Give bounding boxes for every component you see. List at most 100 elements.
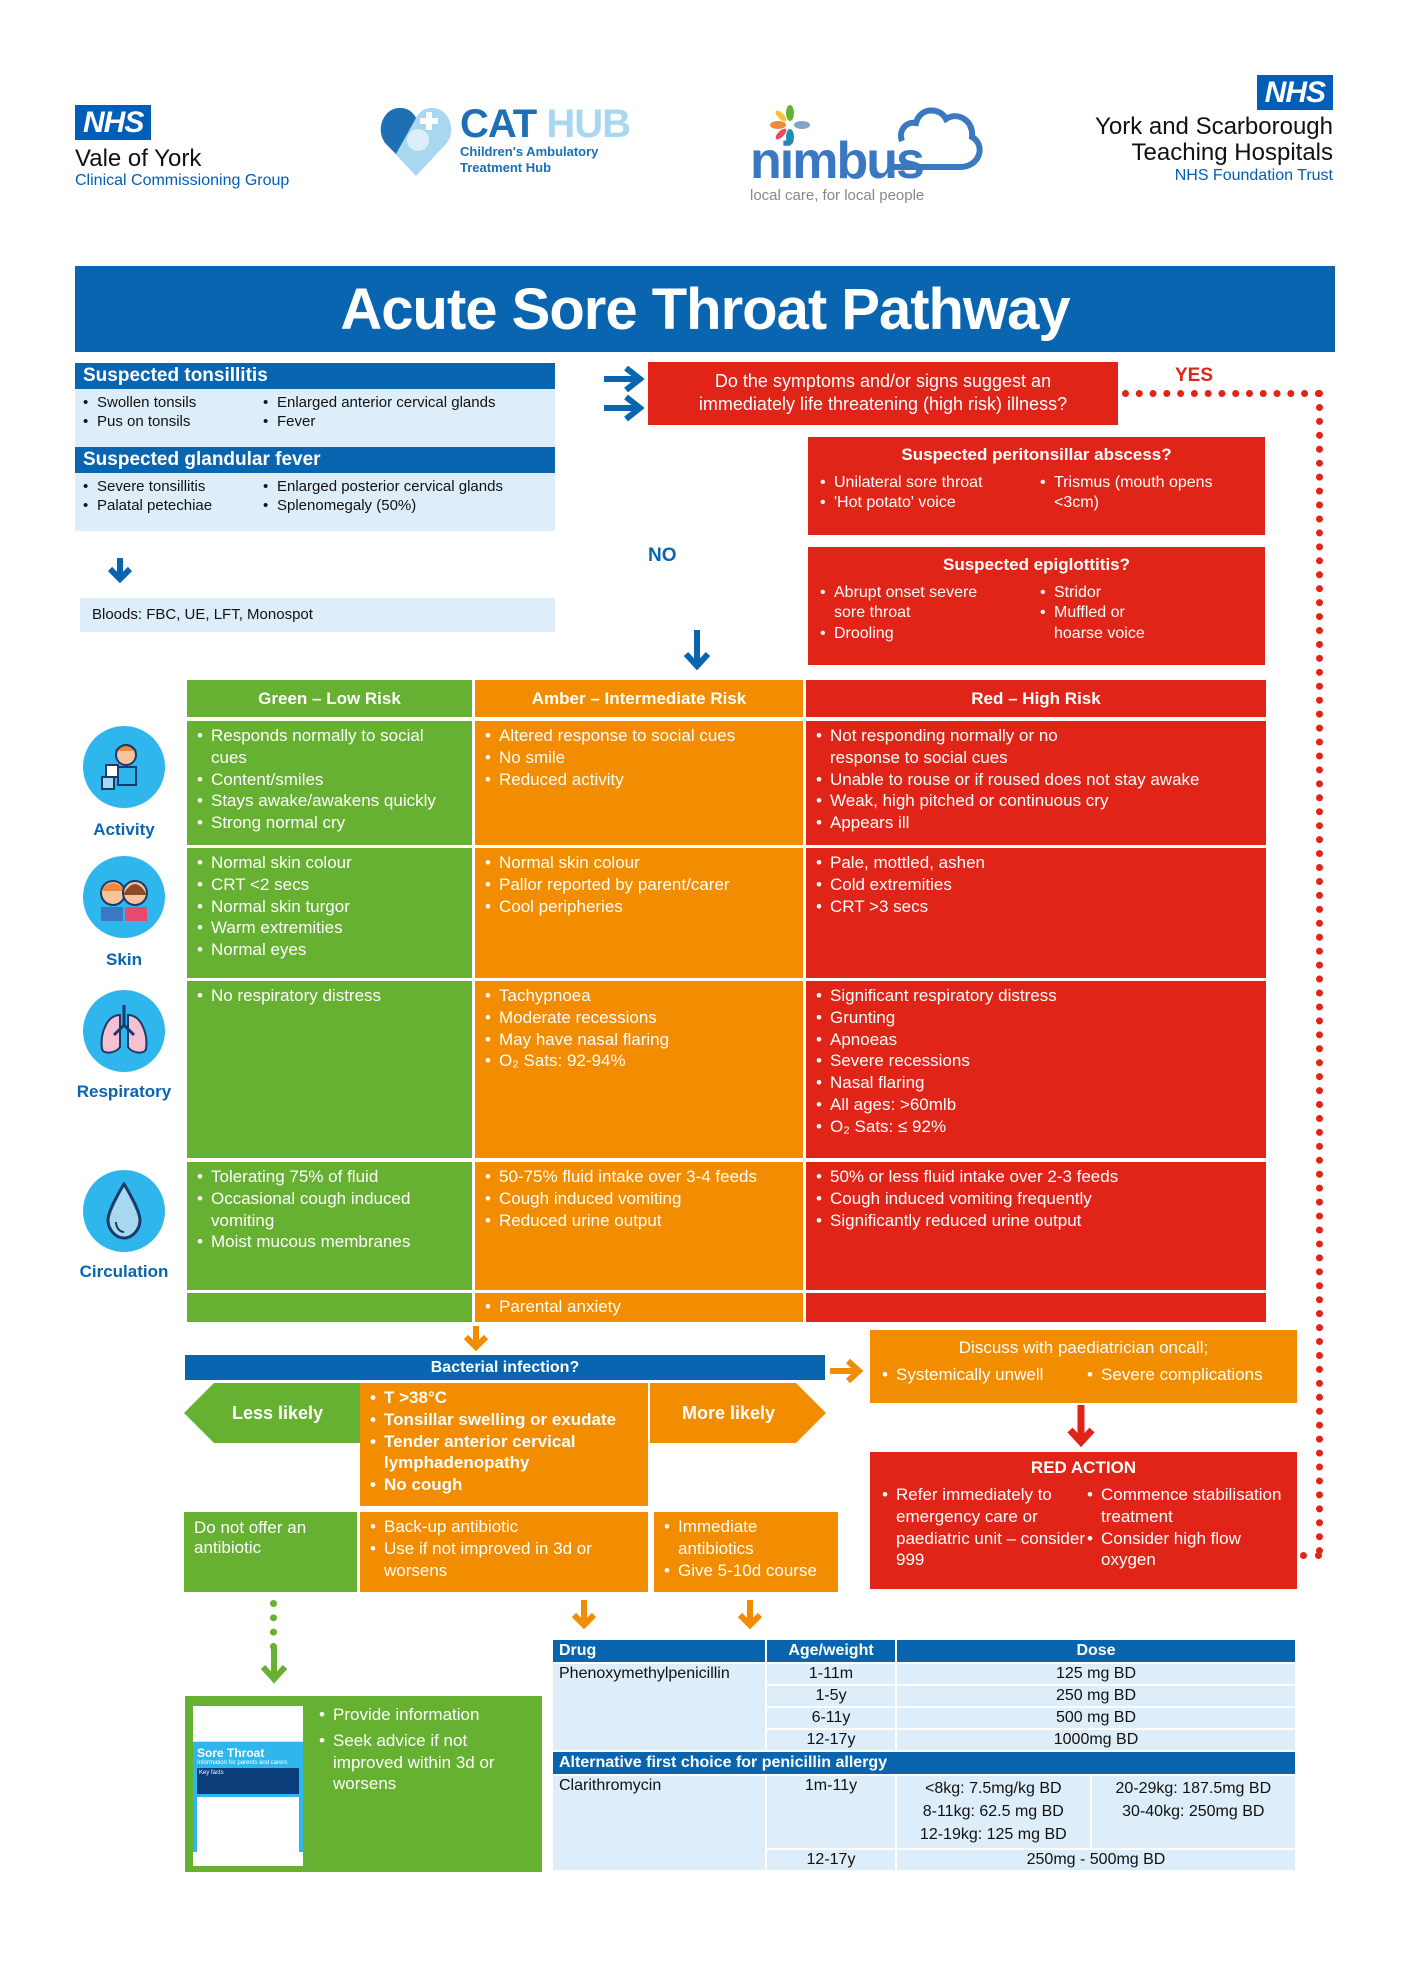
table-row: Phenoxymethylpenicillin 1-11m 125 mg BD — [553, 1664, 1295, 1750]
symptom-item: Enlarged posterior cervical glands — [261, 477, 503, 496]
cell-amber-activity: Altered response to social cuesNo smileR… — [475, 721, 803, 845]
symptom-item: Swollen tonsils — [81, 393, 261, 412]
criterion: Give 5-10d course — [662, 1560, 830, 1582]
connector-dotted-red — [1316, 390, 1323, 1555]
symptom-item: 'Hot potato' voice — [818, 493, 1038, 514]
symptom-item: Enlarged anterior cervical glands — [261, 393, 495, 412]
criterion: Significantly reduced urine output — [814, 1210, 1258, 1232]
criterion: Normal skin colour — [483, 852, 795, 874]
criterion: Altered response to social cues — [483, 725, 795, 747]
criterion: Normal skin turgor — [195, 896, 464, 918]
table-row: 12-17y 1000mg BD — [553, 1730, 1295, 1750]
age: 1m-11y — [767, 1776, 895, 1848]
connector-dotted — [564, 405, 571, 473]
page-title: Acute Sore Throat Pathway — [75, 266, 1335, 352]
children-faces-icon — [83, 856, 165, 938]
age: 12-17y — [767, 1730, 895, 1750]
criterion: Tachypnoea — [483, 985, 795, 1007]
nhs-badge: NHS — [75, 105, 152, 140]
row-label-circulation: Circulation — [79, 1262, 169, 1281]
criterion: May have nasal flaring — [483, 1029, 795, 1051]
criterion: Tonsillar swelling or exudate — [368, 1409, 640, 1431]
connector-dotted — [562, 376, 607, 383]
sore-throat-leaflet[interactable]: Sore Throat Information for parents and … — [193, 1706, 303, 1866]
bacterial-criteria: T >38°CTonsillar swelling or exudateTend… — [360, 1383, 648, 1506]
backup-antibiotic-box: Back-up antibioticUse if not improved in… — [360, 1512, 648, 1592]
cell-green-respiratory: No respiratory distress — [187, 981, 472, 1158]
header-green-low-risk: Green – Low Risk — [187, 680, 472, 717]
criterion: No cough — [368, 1474, 640, 1496]
org-name-1: York and Scarborough — [1095, 113, 1333, 140]
no-antibiotic-box: Do not offer an antibiotic — [184, 1512, 357, 1592]
logo-cat-hub: CAT HUB Children's Ambulatory Treatment … — [380, 100, 631, 180]
criterion: CRT >3 secs — [814, 896, 1258, 918]
criterion: Use if not improved in 3d or worsens — [368, 1538, 640, 1582]
criterion: Back-up antibiotic — [368, 1516, 640, 1538]
criterion: Nasal flaring — [814, 1072, 1258, 1094]
red-action-heading: RED ACTION — [1030, 1458, 1137, 1477]
dose: 30-40kg: 250mg BD — [1122, 1803, 1265, 1821]
heart-child-icon — [380, 107, 452, 176]
criterion: Pale, mottled, ashen — [814, 852, 1258, 874]
less-likely-arrow — [184, 1383, 360, 1443]
arrow-right-icon — [830, 1358, 864, 1384]
cell-amber-extra: Parental anxiety — [475, 1293, 803, 1322]
leaflet-title: Sore Throat — [197, 1746, 265, 1760]
water-drop-icon — [83, 1170, 165, 1252]
arrow-down-icon — [463, 1326, 489, 1352]
tonsillitis-heading: Suspected tonsillitis — [75, 363, 555, 389]
cat-title-b: HUB — [546, 102, 631, 147]
symptom-item: Palatal petechiae — [81, 496, 261, 515]
red-action-box: RED ACTION Refer immediately to emergenc… — [870, 1452, 1297, 1589]
glandular-heading: Suspected glandular fever — [75, 447, 555, 473]
cell-amber-circulation: 50-75% fluid intake over 3-4 feedsCough … — [475, 1162, 803, 1290]
dose: <8kg: 7.5mg/kg BD — [925, 1780, 1062, 1797]
connector-dotted-red — [1300, 1552, 1322, 1559]
drug-name: Clarithromycin — [553, 1776, 765, 1870]
cat-sub-2: Treatment Hub — [460, 160, 552, 175]
criterion: 50% or less fluid intake over 2-3 feeds — [814, 1166, 1258, 1188]
tonsillitis-box: Suspected tonsillitis Swollen tonsils Pu… — [75, 363, 555, 531]
header-red-high-risk: Red – High Risk — [806, 680, 1266, 717]
cell-amber-respiratory: TachypnoeaModerate recessionsMay have na… — [475, 981, 803, 1158]
dose: 125 mg BD — [897, 1664, 1295, 1684]
leaflet-subtitle: Information for parents and carers — [197, 1760, 288, 1766]
nhs-badge: NHS — [1256, 75, 1333, 110]
peritonsillar-heading: Suspected peritonsillar abscess? — [901, 445, 1172, 464]
symptom-item: Muffled or hoarse voice — [1038, 603, 1168, 644]
age: 12-17y — [767, 1849, 895, 1870]
table-row: 1-5y 250 mg BD — [553, 1686, 1295, 1706]
symptom-item: Drooling — [818, 624, 1038, 645]
criterion: Normal skin colour — [195, 852, 464, 874]
criterion: Pallor reported by parent/carer — [483, 874, 795, 896]
criterion: 50-75% fluid intake over 3-4 feeds — [483, 1166, 795, 1188]
criterion: Stays awake/awakens quickly — [195, 790, 464, 812]
yes-label: YES — [1175, 365, 1214, 386]
criterion: Significant respiratory distress — [814, 985, 1258, 1007]
cat-title-a: CAT — [460, 102, 537, 147]
more-likely-label: More likely — [682, 1403, 776, 1423]
age: 1-11m — [767, 1664, 895, 1684]
criterion: Strong normal cry — [195, 812, 464, 834]
criterion: Unable to rouse or if roused does not st… — [814, 769, 1258, 791]
criterion: All ages: >60mlb — [814, 1094, 1258, 1116]
arrow-down-icon — [260, 1648, 288, 1684]
org-sub: Clinical Commissioning Group — [75, 172, 290, 190]
dose: 500 mg BD — [897, 1708, 1295, 1728]
more-likely-arrow — [650, 1383, 826, 1443]
criterion: Parental anxiety — [483, 1296, 795, 1318]
epiglottitis-heading: Suspected epiglottitis? — [942, 555, 1131, 574]
antibiotic-dose-table: Drug Age/weight Dose Phenoxymethylpenici… — [551, 1638, 1297, 1872]
org-name-2: Teaching Hospitals — [1131, 139, 1333, 167]
arrow-down-icon — [107, 558, 133, 584]
table-row: Clarithromycin 1m-11y <8kg: 7.5mg/kg BD … — [553, 1776, 1295, 1870]
criterion: Severe complications — [1085, 1364, 1263, 1386]
row-label-activity: Activity — [93, 820, 155, 839]
dose: 250 mg BD — [897, 1686, 1295, 1706]
criterion: Appears ill — [814, 812, 1258, 834]
criterion: Moderate recessions — [483, 1007, 795, 1029]
logo-nimbus: nimbus local care, for local people — [750, 105, 983, 204]
connector-dotted — [556, 470, 570, 477]
criterion: Normal eyes — [195, 939, 464, 961]
criterion: Refer immediately to emergency care or p… — [880, 1484, 1085, 1571]
